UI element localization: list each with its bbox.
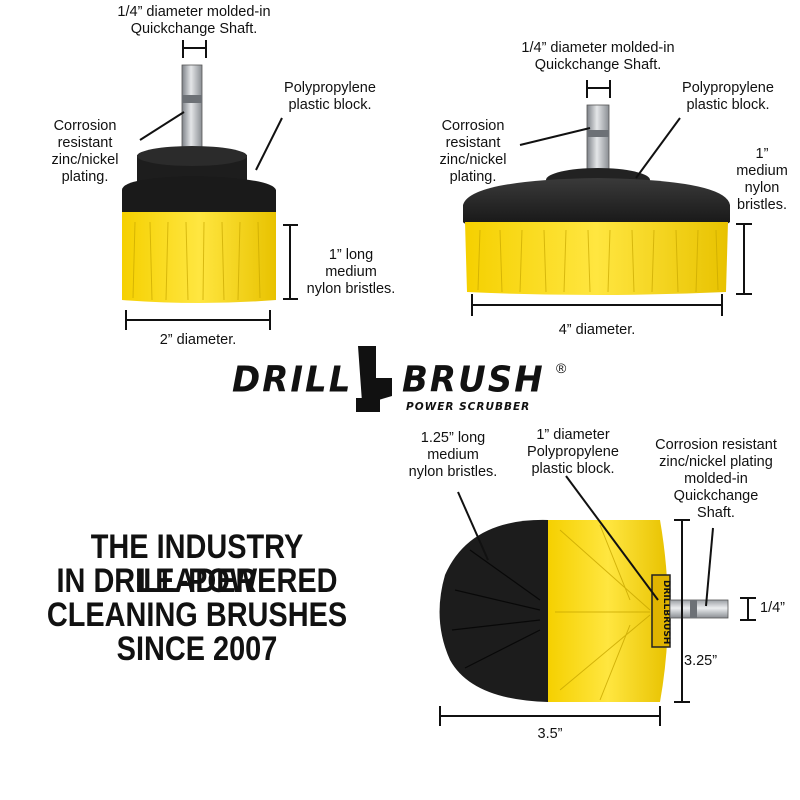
bristles-yellow <box>122 212 276 303</box>
bristles-black <box>439 519 548 702</box>
brand-word-brush: BRUSH <box>402 359 545 401</box>
brand-subtitle: POWER SCRUBBER <box>406 401 531 413</box>
tagline-line: IN DRILL-POWERED <box>56 562 338 600</box>
round-brush-block-label: 1” diameter Polypropylene plastic block. <box>527 427 619 477</box>
round-brush-shaft-size-label: 1/4” <box>760 600 785 616</box>
round-brush-shaft-label: Corrosion resistant zinc/nickel plating … <box>655 437 777 521</box>
tagline-line: SINCE 2007 <box>116 630 278 668</box>
shaft <box>181 64 203 156</box>
brush-2in <box>122 64 276 303</box>
plastic-block <box>463 178 730 234</box>
brush-4in-plating-label: Corrosion resistant zinc/nickel plating. <box>439 118 507 185</box>
brush-4in-bristles-label: 1” medium nylon bristles. <box>736 146 788 213</box>
bristles-yellow <box>465 222 728 295</box>
brush-2in-bristles-label: 1” long medium nylon bristles. <box>306 247 396 297</box>
brush-4in-diameter-label: 4” diameter. <box>558 322 636 338</box>
brush-4in <box>463 104 730 295</box>
round-brush: DRILLBRUSH <box>439 519 729 702</box>
brush-4in-block-label: Polypropylene plastic block. <box>682 80 774 113</box>
brush-2in-shaft-label: 1/4” diameter molded-in Quickchange Shaf… <box>117 4 271 37</box>
dimension-lines <box>125 40 756 726</box>
bristles-yellow <box>548 520 668 702</box>
brand-word-drill: DRILL <box>232 359 353 401</box>
brush-2in-diameter-label: 2” diameter. <box>159 332 237 348</box>
registered-mark: ® <box>556 360 567 376</box>
shaft <box>586 104 610 178</box>
brush-2in-block-label: Polypropylene plastic block. <box>284 80 376 113</box>
round-brush-bristles-label: 1.25” long medium nylon bristles. <box>408 430 498 480</box>
drill-logo-icon <box>356 346 392 412</box>
tagline-line: THE INDUSTRY LEADER <box>90 528 304 600</box>
round-brush-width-label: 3.5” <box>537 726 563 742</box>
hub-label: DRILLBRUSH <box>661 580 671 644</box>
tagline-line: CLEANING BRUSHES <box>46 596 348 634</box>
round-brush-height-label: 3.25” <box>684 653 718 669</box>
brush-2in-plating-label: Corrosion resistant zinc/nickel plating. <box>51 118 119 185</box>
brush-4in-shaft-label: 1/4” diameter molded-in Quickchange Shaf… <box>521 40 675 73</box>
shaft <box>669 599 729 619</box>
